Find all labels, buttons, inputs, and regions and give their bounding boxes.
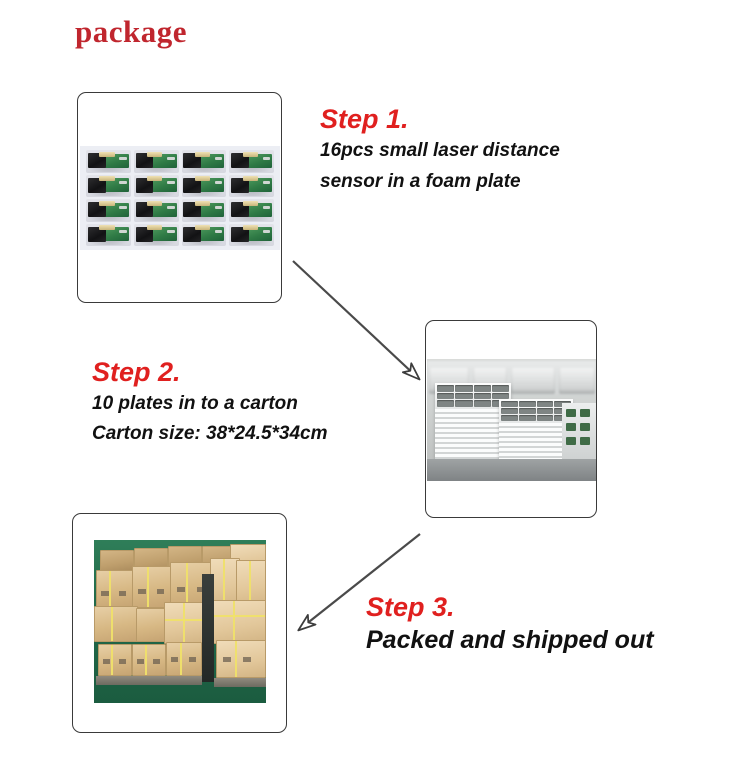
step-2-heading: Step 2.: [92, 357, 181, 387]
step-3-line-1: Packed and shipped out: [366, 626, 654, 654]
carton: [98, 644, 132, 676]
arrow-step1-to-step2: [292, 260, 421, 381]
photo-stacked-foam-plates: [427, 359, 596, 481]
sensor-module: [86, 223, 131, 246]
photo-frame-packed-cartons: [72, 513, 287, 733]
dark-gap-column: [202, 574, 214, 682]
sensor-module: [181, 150, 227, 173]
photo-packed-cartons-on-pallet: [94, 540, 266, 703]
sensor-module: [181, 223, 227, 246]
sensor-module: [133, 174, 179, 197]
carton: [96, 570, 134, 608]
sensor-module: [229, 174, 274, 197]
carton: [100, 550, 134, 572]
carton: [166, 642, 202, 676]
sensor-module: [86, 150, 131, 173]
sensor-module: [86, 174, 131, 197]
carton: [216, 640, 266, 678]
step-2-line-1: 10 plates in to a carton: [92, 393, 298, 414]
sensor-module: [181, 199, 227, 222]
page-title: package: [75, 14, 187, 49]
sensor-module: [229, 150, 274, 173]
arrow-step2-to-step3: [297, 533, 421, 632]
step-2-text-block: Step 2. 10 plates in to a carton Carton …: [92, 356, 328, 449]
sensor-module: [133, 223, 179, 246]
sensor-module: [133, 150, 179, 173]
warehouse-floor: [427, 459, 596, 481]
pallet: [214, 678, 266, 687]
foam-stack-left: [435, 383, 511, 461]
carton: [94, 606, 138, 642]
sensor-grid: [86, 150, 274, 246]
step-3-heading: Step 3.: [366, 592, 455, 622]
pallet: [96, 676, 202, 685]
step-3-text-block: Step 3. Packed and shipped out: [366, 591, 654, 658]
photo-foam-plate-with-sensors: [80, 146, 280, 250]
background-stacks: [427, 361, 596, 395]
step-1-line-1: 16pcs small laser distance: [320, 140, 560, 161]
photo-frame-foam-plate: [77, 92, 282, 303]
sensor-module: [229, 223, 274, 246]
sensor-module: [86, 199, 131, 222]
sensor-module: [181, 174, 227, 197]
side-foam-pile: [562, 403, 596, 459]
sensor-module: [133, 199, 179, 222]
step-1-text-block: Step 1. 16pcs small laser distance senso…: [320, 103, 560, 197]
sensor-module: [229, 199, 274, 222]
step-2-line-2: Carton size: 38*24.5*34cm: [92, 423, 328, 444]
step-1-heading: Step 1.: [320, 104, 409, 134]
carton: [212, 600, 266, 644]
step-1-line-2: sensor in a foam plate: [320, 171, 521, 192]
photo-frame-stacked-plates: [425, 320, 597, 518]
carton: [132, 644, 166, 676]
carton: [136, 608, 166, 642]
carton: [210, 558, 240, 608]
